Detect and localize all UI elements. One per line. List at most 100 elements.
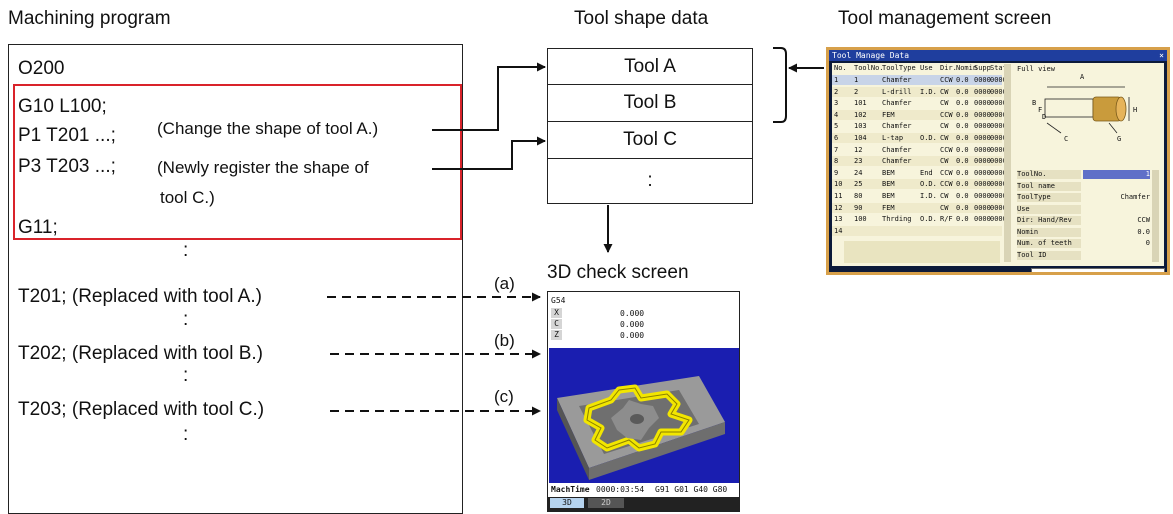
table-cell: 5 — [834, 122, 839, 131]
mach-time-label: MachTime — [551, 485, 590, 494]
table-row[interactable] — [832, 167, 1002, 178]
axis-z-label: Z — [551, 330, 562, 340]
prop-value[interactable]: 0 — [1145, 239, 1150, 247]
table-cell: 0.0 — [956, 122, 969, 131]
table-cell: 1 — [834, 76, 839, 84]
table-cell: R/F — [940, 215, 953, 224]
ellipsis-4: : — [183, 424, 189, 445]
simulation-viewport — [549, 348, 739, 483]
prop-label: Nomin — [1017, 227, 1081, 237]
check-screen-title: 3D check screen — [547, 262, 689, 283]
prop-label: Dir: Hand/Rev — [1017, 216, 1081, 225]
prop-label: ToolNo. — [1017, 170, 1081, 179]
table-row[interactable] — [832, 214, 1002, 225]
table-cell: CW — [940, 134, 949, 142]
table-cell: 0.0 — [956, 134, 969, 142]
tool-shape-illustration — [1044, 86, 1130, 134]
table-cell: 7 — [834, 145, 839, 154]
work-offset: G54 — [551, 296, 566, 305]
table-cell: 0000 — [990, 99, 1007, 108]
table-cell: 6 — [834, 134, 839, 142]
prop-label: ToolType — [1017, 193, 1081, 202]
table-header-1: ToolNo. — [854, 64, 884, 72]
table-cell: 0.0 — [956, 168, 969, 177]
prop-value[interactable]: CCW — [1137, 216, 1150, 224]
close-icon[interactable]: × — [1159, 51, 1164, 60]
table-cell: 0.0 — [956, 99, 969, 108]
program-line-t201: T201; (Replaced with tool A.) — [18, 286, 262, 307]
table-cell: 0000 — [990, 180, 1007, 189]
table-cell: 8 — [834, 157, 839, 166]
dim-b-label: B — [1032, 99, 1037, 107]
bracket-tool-a-b — [773, 47, 787, 123]
table-cell: Chamfer — [882, 145, 912, 154]
table-cell: Thrding — [882, 215, 912, 224]
table-cell: O.D. — [920, 134, 937, 142]
arrow-p3-to-tool-c — [432, 136, 546, 170]
table-row[interactable] — [832, 144, 1002, 155]
table-cell: I.D. — [920, 87, 937, 96]
table-row[interactable] — [832, 75, 1002, 85]
table-cell: L-drill — [882, 87, 912, 96]
table-row[interactable] — [832, 179, 1002, 190]
table-row[interactable] — [832, 202, 1002, 213]
table-cell: 0000 — [990, 215, 1007, 224]
table-row[interactable] — [832, 86, 1002, 97]
prop-value[interactable]: Chamfer — [1120, 193, 1150, 201]
table-row[interactable] — [832, 121, 1002, 132]
dim-f-label: F — [1038, 106, 1043, 114]
table-header-0: No. — [834, 64, 847, 72]
table-cell: 0000 — [990, 134, 1007, 142]
ellipsis-1: : — [183, 240, 189, 261]
full-view-label: Full view — [1017, 65, 1055, 73]
table-cell: 0000 — [990, 168, 1007, 177]
table-blank-area — [844, 241, 1000, 263]
table-cell: 0.0 — [956, 157, 969, 166]
table-row[interactable] — [832, 98, 1002, 109]
table-cell: 2 — [834, 87, 839, 96]
table-cell: FEM — [882, 110, 895, 119]
table-cell: 0.0 — [956, 180, 969, 189]
table-cell: CCW — [940, 145, 953, 154]
table-cell: BEM — [882, 180, 895, 189]
table-cell: 0.0 — [956, 87, 969, 96]
table-cell: CCW — [940, 110, 953, 119]
table-header-2: ToolType — [882, 64, 916, 72]
table-cell: 14 — [834, 226, 843, 235]
table-cell: 80 — [854, 192, 863, 200]
table-cell: 0000 — [990, 203, 1007, 212]
tab-2d[interactable]: 2D — [588, 498, 624, 508]
table-cell: CW — [940, 99, 949, 108]
table-row[interactable] — [832, 191, 1002, 201]
prop-value[interactable]: 1 — [1083, 170, 1150, 179]
table-cell: 0000 — [974, 145, 991, 154]
program-line-p1: P1 T201 ...; — [18, 125, 116, 146]
table-header-6: Supp — [974, 64, 991, 72]
table-cell: L-tap — [882, 134, 904, 142]
table-cell: 0000 — [990, 192, 1007, 200]
program-line-g10: G10 L100; — [18, 96, 107, 117]
table-cell: I.D. — [920, 192, 937, 200]
table-cell: 0000 — [974, 99, 991, 108]
table-row[interactable] — [832, 133, 1002, 143]
prop-value[interactable]: 0.0 — [1137, 227, 1150, 236]
tab-3d[interactable]: 3D — [550, 498, 584, 508]
dim-h-label: H — [1133, 106, 1138, 114]
table-cell: End — [920, 168, 933, 177]
table-cell: 0000 — [974, 122, 991, 131]
tool-management-titlebar: Tool Manage Data × — [829, 50, 1167, 61]
props-scrollbar[interactable] — [1152, 170, 1159, 262]
table-row[interactable] — [832, 225, 1002, 236]
table-cell: 0000 — [990, 87, 1007, 96]
table-cell: 100 — [854, 215, 867, 224]
table-header-7: Stat — [990, 64, 1007, 72]
table-cell: Chamfer — [882, 99, 912, 108]
table-scrollbar[interactable] — [1004, 64, 1011, 262]
table-row[interactable] — [832, 156, 1002, 167]
program-line-t203: T203; (Replaced with tool C.) — [18, 399, 265, 420]
table-row[interactable] — [832, 109, 1002, 120]
tool-management-title: Tool management screen — [838, 8, 1052, 29]
input-bar[interactable] — [1031, 268, 1165, 272]
